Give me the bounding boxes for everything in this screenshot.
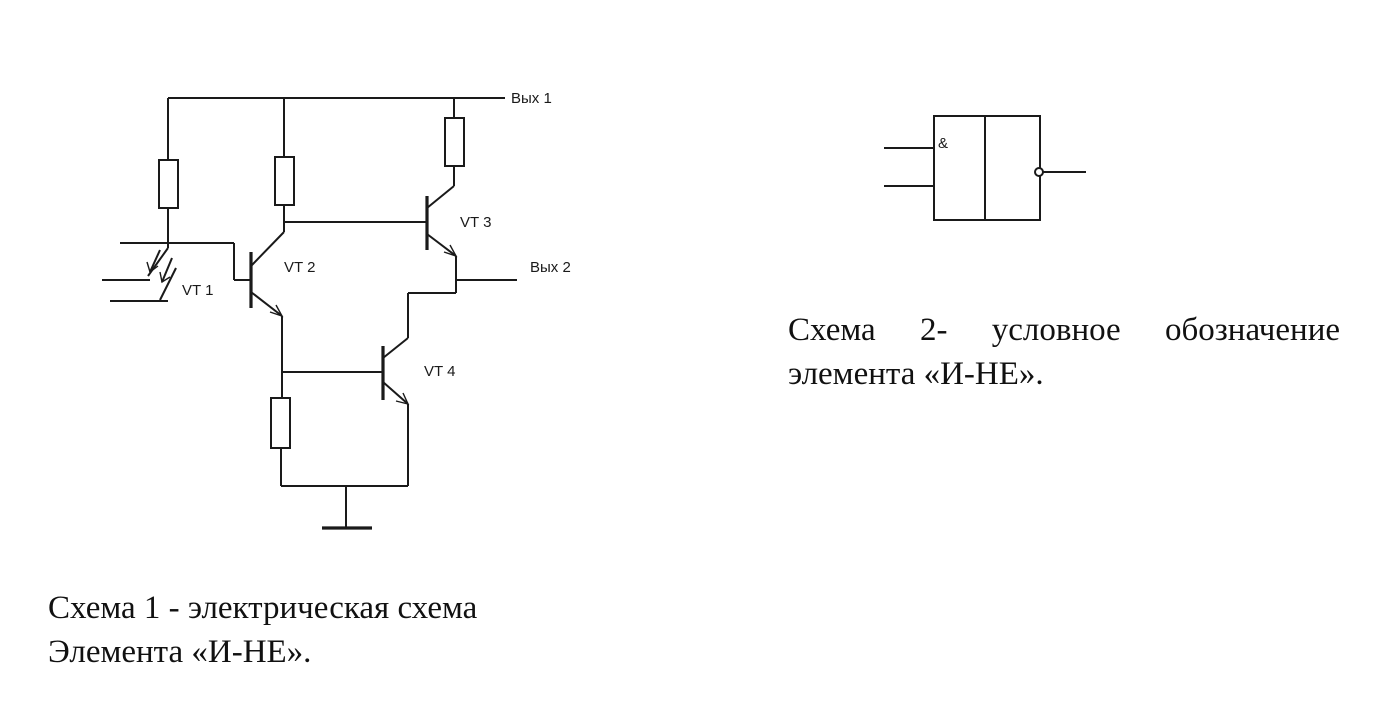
vt3-collector [426, 185, 455, 209]
caption-scheme2-line2: элемента «И-НЕ». [788, 356, 1044, 392]
label-vt3: VT 3 [460, 214, 491, 231]
resistor-r1 [158, 159, 179, 209]
resistor-r2 [274, 156, 295, 206]
label-vt1: VT 1 [182, 282, 213, 299]
vt1-emitter-arrow-b [159, 271, 171, 284]
resistor-r3 [444, 117, 465, 167]
circuit-diagram-scheme1: Вых 1 VT 1 VT 2 [102, 90, 571, 530]
vt4-collector [382, 337, 409, 359]
vt1-base-slant2 [159, 267, 177, 301]
vt1-emitter-a [149, 249, 161, 273]
label-vt4: VT 4 [424, 363, 455, 380]
caption-scheme2: Схема 2- условное обозначение элемента «… [788, 308, 1340, 396]
vt1-emitter-b [161, 257, 173, 283]
resistor-r4 [270, 397, 291, 449]
vt4-emitter [382, 381, 409, 405]
vt2-collector [250, 231, 285, 267]
label-out1: Вых 1 [511, 90, 552, 107]
caption-scheme2-line1: Схема 2- условное обозначение [788, 312, 1340, 348]
vt2-emitter [250, 291, 283, 317]
gate-and-symbol: & [938, 135, 948, 152]
label-out2: Вых 2 [530, 259, 571, 276]
vt3-emitter [426, 233, 457, 257]
vt1-emitter-arrow-a [146, 261, 159, 274]
logic-symbol-scheme2: & [884, 115, 1086, 221]
caption-scheme1: Схема 1 - электрическая схема Элемента «… [48, 586, 608, 674]
label-vt2: VT 2 [284, 259, 315, 276]
caption-scheme1-line2: Элемента «И-НЕ». [48, 634, 312, 670]
caption-scheme1-line1: Схема 1 - электрическая схема [48, 590, 478, 626]
gate-inversion-bubble [1034, 167, 1044, 177]
gate-body [933, 115, 1041, 221]
